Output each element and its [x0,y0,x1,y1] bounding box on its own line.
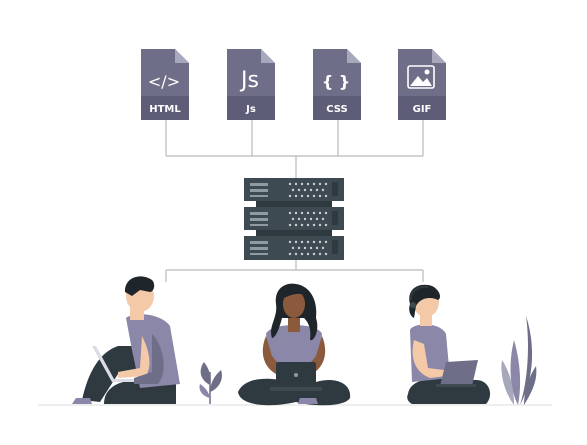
file-label: HTML [149,104,181,115]
file-connectors [165,120,424,178]
person-left [72,276,180,404]
file-html: </> HTML [141,49,189,120]
user-connectors [165,260,424,282]
server-unit-3 [244,236,344,260]
plant-left [199,362,222,404]
file-fold [175,49,189,63]
braces-icon: { } [322,72,350,91]
server-unit-2 [244,207,344,230]
person-center [238,283,351,406]
plant-right [501,316,537,405]
js-icon: Js [239,68,259,93]
image-icon [407,65,435,89]
file-label-band [398,96,446,120]
code-icon: </> [148,72,180,91]
file-css: { } CSS [313,49,361,120]
file-label-band [313,96,361,120]
server-rack [244,178,344,260]
file-label-band [227,96,275,120]
file-label: Js [245,104,256,115]
file-gif: GIF [398,49,446,120]
server-unit-1 [244,178,344,201]
file-fold [347,49,361,63]
file-fold [261,49,275,63]
person-right [407,284,491,404]
file-label: GIF [413,104,432,115]
file-label: CSS [326,104,347,115]
file-label-band [141,96,189,120]
file-fold [432,49,446,63]
